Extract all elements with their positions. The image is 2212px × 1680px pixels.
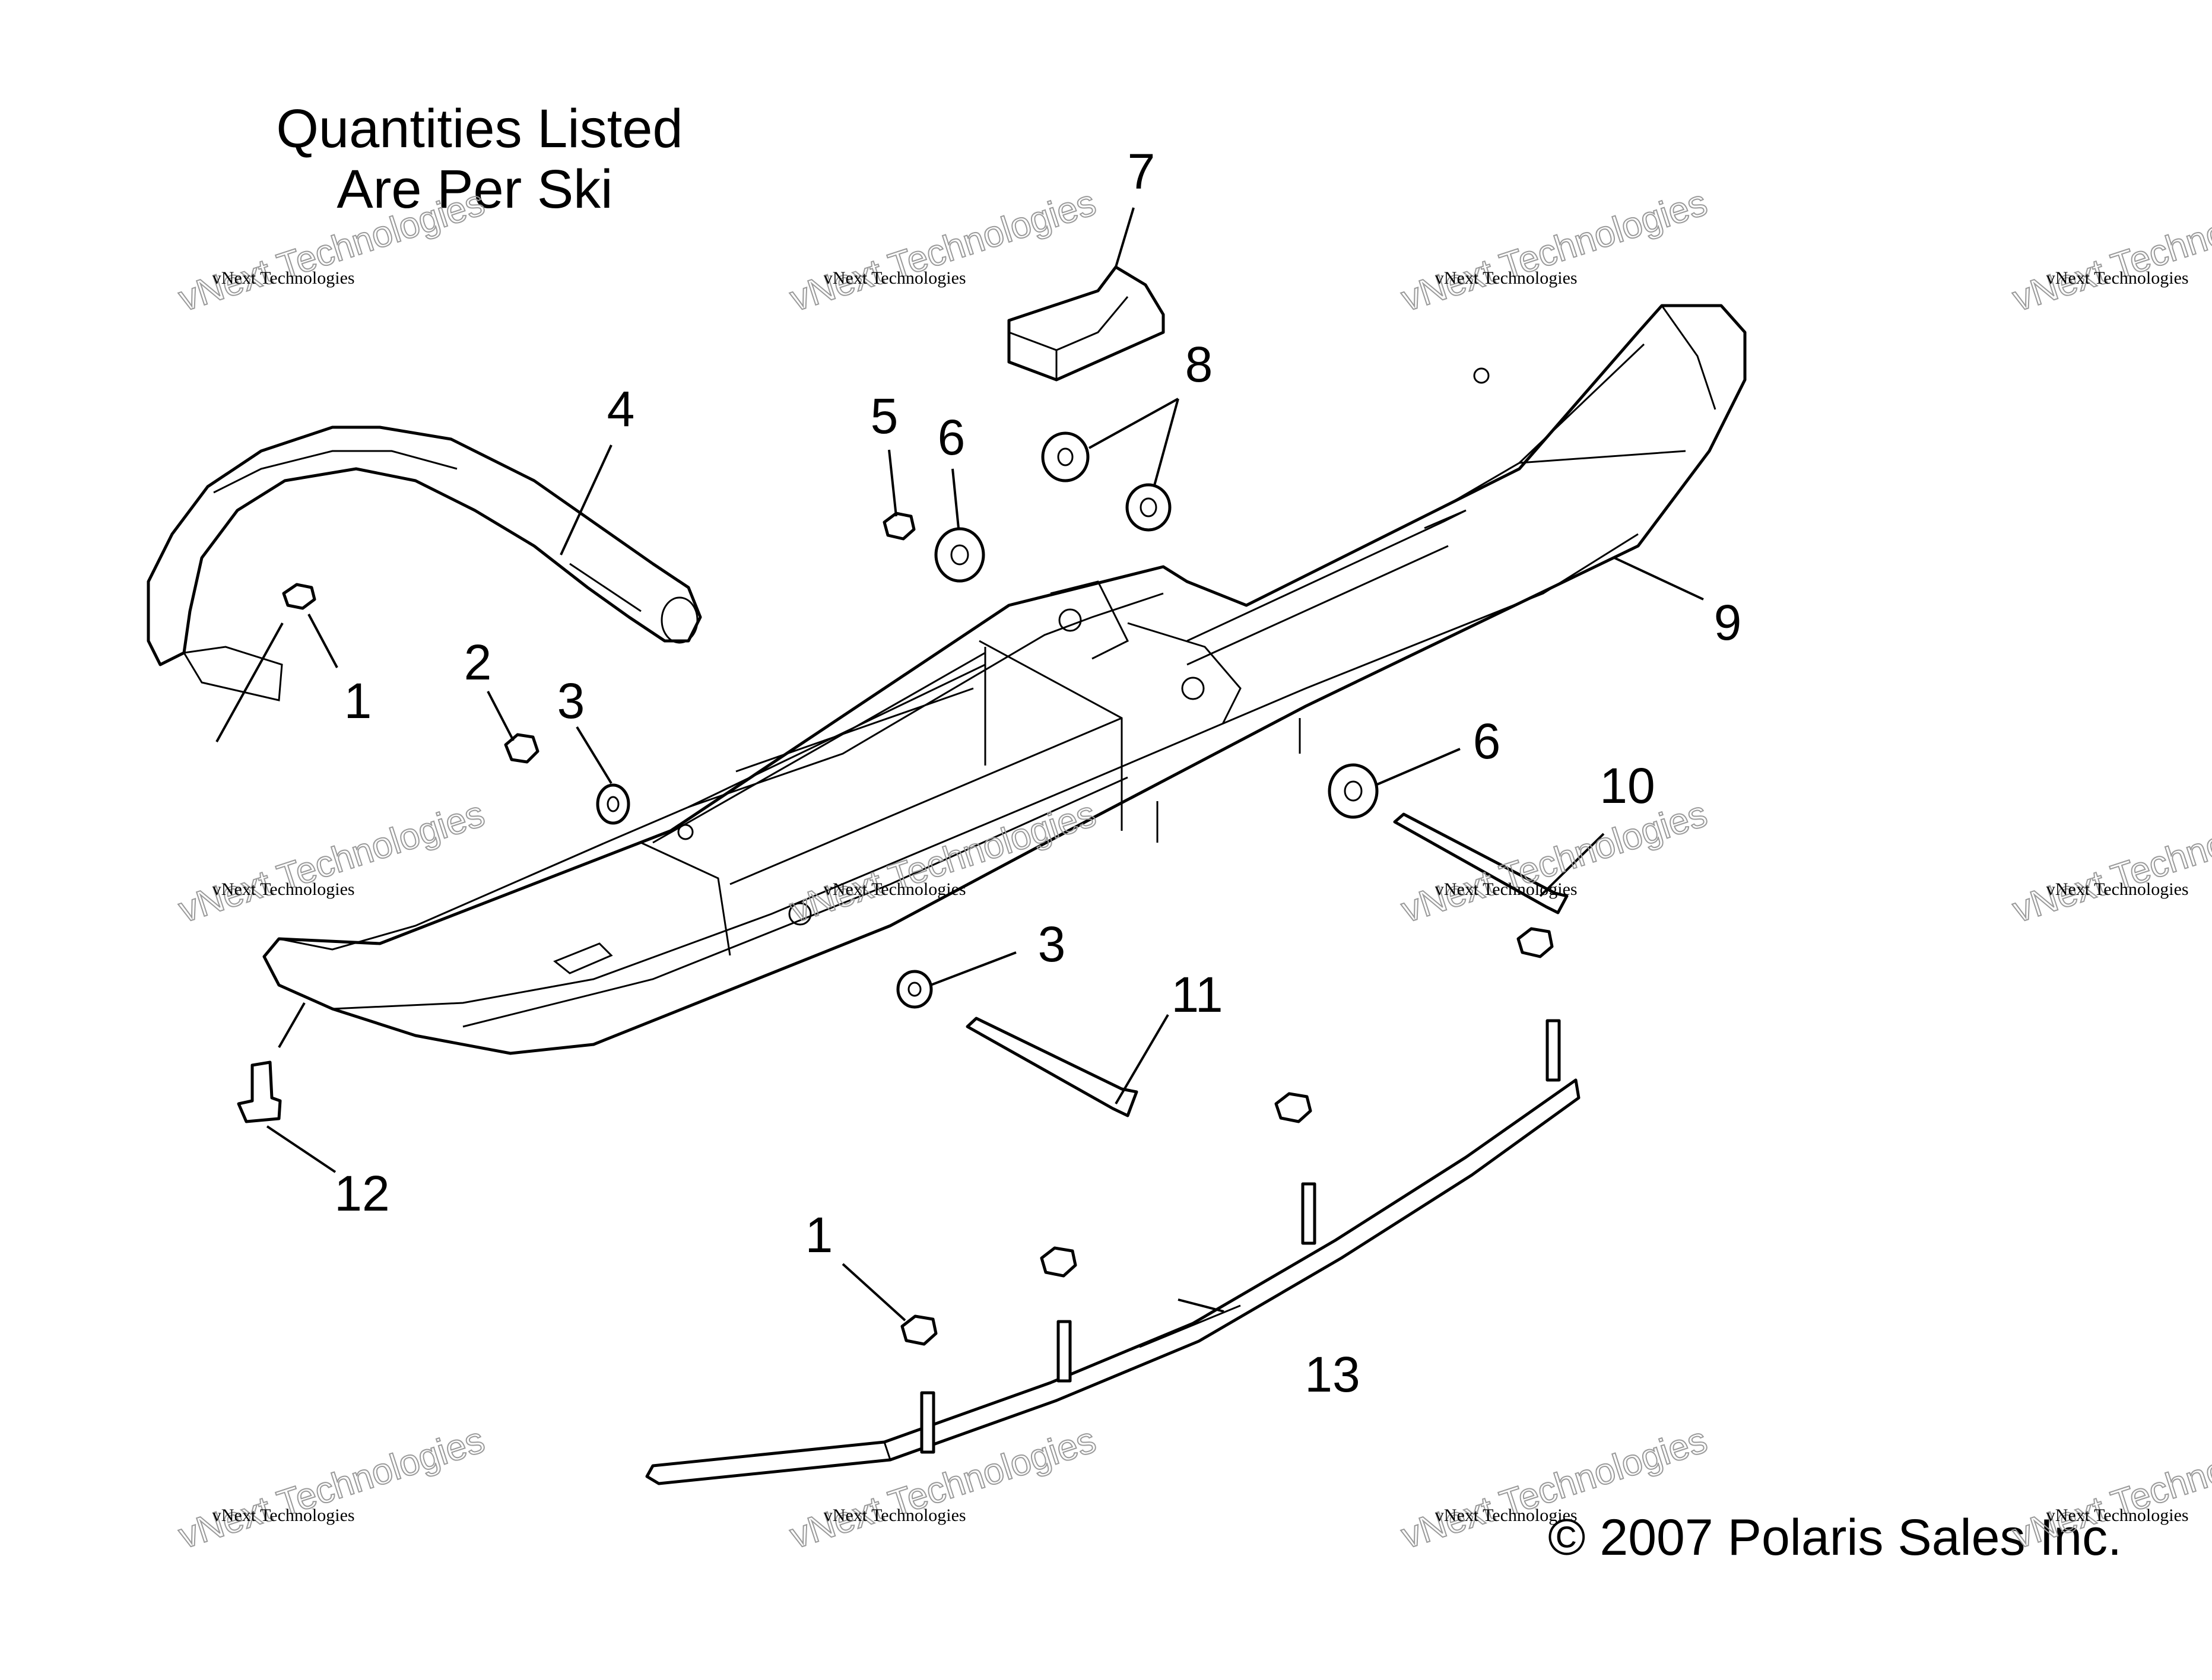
hardware xyxy=(237,431,1569,1346)
watermark-r1c1: vNext Technologies vNext Technologies xyxy=(173,182,490,320)
svg-text:vNext Technologies: vNext Technologies xyxy=(824,879,966,899)
wear-bar xyxy=(645,1019,1581,1485)
callout-4: 4 xyxy=(607,381,635,437)
svg-text:vNext Technologies: vNext Technologies xyxy=(2046,268,2189,288)
callout-1-upper: 1 xyxy=(344,673,372,729)
callout-6-upper: 6 xyxy=(938,409,966,465)
watermark-r3c2: vNext Technologies vNext Technologies xyxy=(785,1419,1102,1557)
callout-labels: 1 1 2 3 3 4 5 6 6 7 8 9 10 11 12 13 xyxy=(334,144,1741,1402)
watermark-r2c3: vNext Technologies vNext Technologies xyxy=(1396,793,1713,931)
callout-3-upper: 3 xyxy=(557,673,585,729)
svg-text:vNext Technologies: vNext Technologies xyxy=(212,879,355,899)
callout-6-lower: 6 xyxy=(1473,713,1501,769)
callout-13: 13 xyxy=(1305,1346,1360,1402)
svg-text:vNext Technologies: vNext Technologies xyxy=(212,268,355,288)
copyright-notice: © 2007 Polaris Sales Inc. xyxy=(1548,1509,2122,1566)
callout-10: 10 xyxy=(1600,758,1655,814)
quantities-note: Quantities Listed Are Per Ski xyxy=(276,99,683,220)
svg-text:vNext Technologies: vNext Technologies xyxy=(824,268,966,288)
ski-saddle xyxy=(1007,265,1165,382)
svg-text:vNext Technologies: vNext Technologies xyxy=(1435,1506,1578,1525)
svg-text:vNext Technologies: vNext Technologies xyxy=(2008,793,2212,930)
ski-loop xyxy=(147,425,702,701)
callout-7: 7 xyxy=(1128,144,1156,199)
quantities-note-line1: Quantities Listed xyxy=(276,99,683,159)
callout-11: 11 xyxy=(1171,967,1223,1022)
svg-text:vNext Technologies: vNext Technologies xyxy=(785,182,1101,319)
svg-text:vNext Technologies: vNext Technologies xyxy=(174,793,490,930)
svg-text:vNext Technologies: vNext Technologies xyxy=(174,182,490,319)
callout-2: 2 xyxy=(464,634,492,690)
svg-text:vNext Technologies: vNext Technologies xyxy=(212,1506,355,1525)
svg-text:vNext Technologies: vNext Technologies xyxy=(2008,182,2212,319)
callout-9: 9 xyxy=(1714,595,1742,650)
ski-body xyxy=(262,304,1747,1055)
svg-text:vNext Technologies: vNext Technologies xyxy=(1397,182,1712,319)
callout-5: 5 xyxy=(871,388,899,444)
watermark-r3c1: vNext Technologies vNext Technologies xyxy=(173,1419,490,1557)
watermark-r2c4: vNext Technologies vNext Technologies xyxy=(2007,793,2212,931)
svg-text:vNext Technologies: vNext Technologies xyxy=(824,1506,966,1525)
callout-8: 8 xyxy=(1185,336,1213,392)
leader-lines xyxy=(215,207,1704,1322)
svg-text:vNext Technologies: vNext Technologies xyxy=(174,1419,490,1557)
callout-3-lower: 3 xyxy=(1038,916,1066,972)
watermark-r1c4: vNext Technologies vNext Technologies xyxy=(2007,182,2212,320)
svg-text:vNext Technologies: vNext Technologies xyxy=(1435,879,1578,899)
callout-1-lower: 1 xyxy=(805,1207,833,1263)
svg-text:vNext Technologies: vNext Technologies xyxy=(1435,268,1578,288)
svg-text:vNext Technologies: vNext Technologies xyxy=(2046,1506,2189,1525)
quantities-note-line2: Are Per Ski xyxy=(337,159,612,220)
callout-12: 12 xyxy=(334,1165,389,1221)
svg-text:vNext Technologies: vNext Technologies xyxy=(2046,879,2189,899)
